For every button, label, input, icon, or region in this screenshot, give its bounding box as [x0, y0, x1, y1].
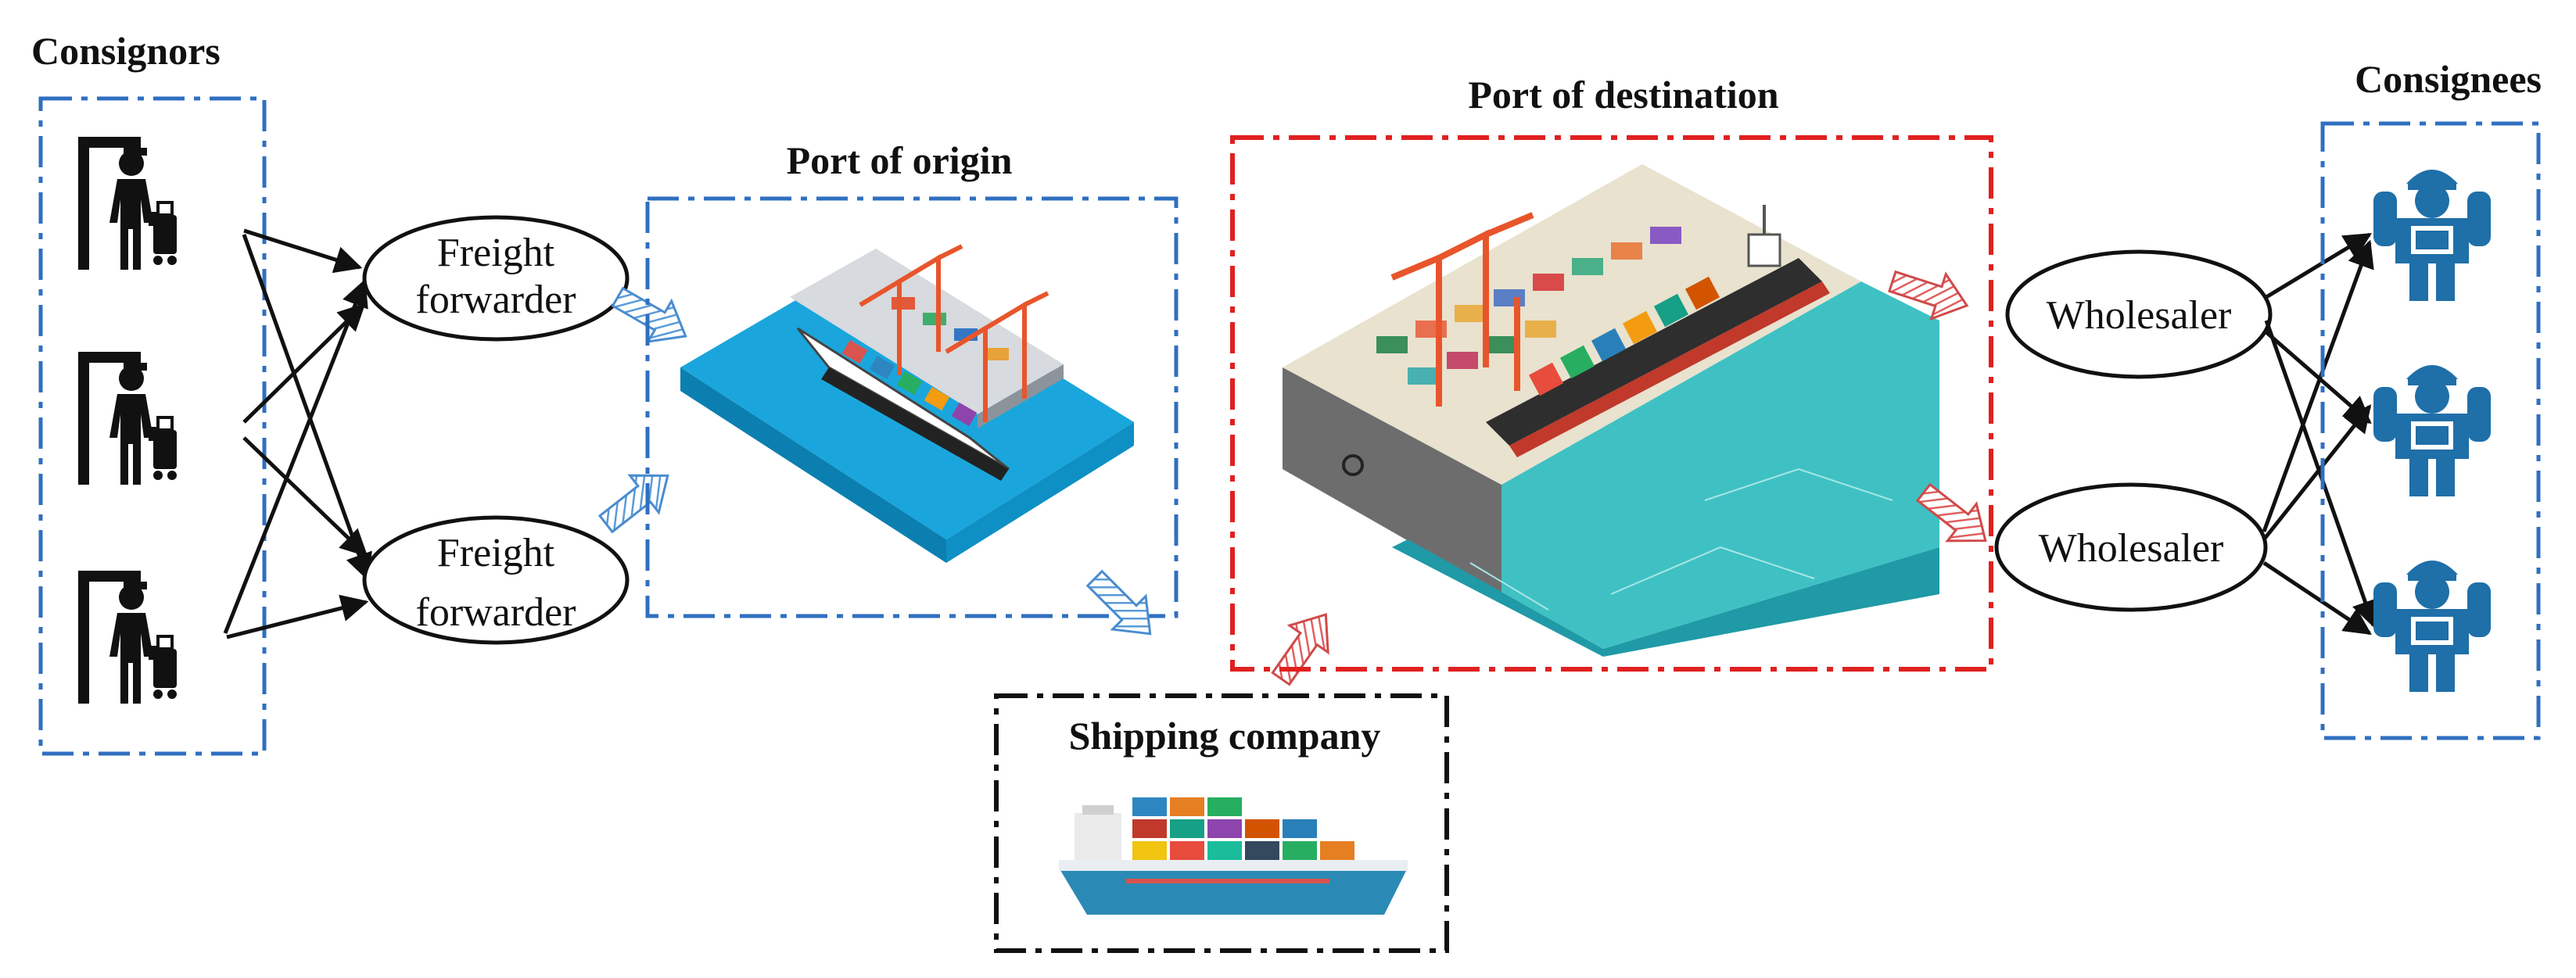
wholesaler-2: Wholesaler	[1994, 482, 2268, 612]
arrow-c3-f1	[223, 278, 368, 634]
wholesaler-1-label: Wholesaler	[2047, 293, 2232, 338]
consignor-icon-3	[77, 569, 178, 705]
consignor-icon-2	[77, 350, 178, 486]
freight-forwarder-1-line2: forwarder	[416, 278, 576, 322]
wholesaler-consignee-arrows	[2262, 232, 2379, 636]
arrow-c3-f2	[226, 594, 369, 639]
wholesaler-1: Wholesaler	[2005, 249, 2273, 379]
forwarder-port-arrows	[590, 275, 699, 544]
port-of-destination-group: Port of destination	[1230, 73, 1993, 672]
port-of-destination-frame	[1230, 135, 1993, 672]
consignee-icon-1	[2372, 168, 2492, 303]
arrow-c1-f1	[243, 228, 363, 274]
arrow-w1-c3	[2264, 320, 2379, 629]
consignors-frame	[38, 96, 267, 756]
consignees-frame	[2320, 121, 2541, 740]
container-terminal-icon	[1283, 164, 1939, 657]
freight-forwarder-1-line1: Freight	[437, 231, 555, 275]
shipping-company-frame	[994, 693, 1449, 953]
wholesaler-2-ellipse	[1994, 482, 2268, 612]
arrow-w2-c1	[2262, 239, 2374, 532]
consignor-forwarder-arrows	[223, 228, 372, 639]
arrow-c1-f2	[242, 234, 372, 582]
consignor-icon-1	[77, 135, 178, 271]
port-of-origin-title: Port of origin	[787, 138, 1013, 182]
freight-forwarder-2-ellipse	[362, 515, 630, 645]
container-port-icon	[680, 244, 1134, 563]
freight-forwarder-1-ellipse	[362, 215, 630, 342]
consignors-title: Consignors	[31, 29, 221, 73]
block-arrow-shipping-destination	[1260, 600, 1347, 693]
block-arrow-port-shipping	[1077, 561, 1168, 652]
wholesaler-2-label: Wholesaler	[2039, 526, 2224, 571]
consignees-title: Consignees	[2355, 57, 2542, 101]
shipping-company-group: Shipping company	[994, 693, 1449, 953]
arrow-w2-c2	[2262, 404, 2372, 541]
freight-forwarder-2-line1: Freight	[437, 531, 555, 575]
arrow-c2-f2	[242, 436, 368, 557]
port-of-origin-frame	[645, 196, 1179, 618]
container-ship-icon	[1059, 797, 1408, 915]
arrow-c2-f1	[242, 303, 366, 424]
freight-forwarder-2: Freight forwarder	[362, 515, 630, 645]
freight-forwarder-2-line2: forwarder	[416, 590, 576, 635]
arrow-w2-c3	[2262, 561, 2372, 636]
block-arrow-f2-port	[590, 456, 683, 544]
port-of-destination-title: Port of destination	[1468, 73, 1778, 116]
consignee-icon-3	[2372, 559, 2492, 693]
wholesaler-1-ellipse	[2005, 249, 2273, 379]
arrow-w1-c2	[2265, 331, 2372, 425]
port-of-origin-group: Port of origin	[645, 138, 1179, 618]
consignors-group: Consignors	[31, 29, 267, 756]
consignee-icon-2	[2372, 364, 2492, 498]
consignees-group: Consignees	[2320, 57, 2542, 740]
shipping-company-title: Shipping company	[1069, 714, 1381, 758]
freight-forwarder-1: Freight forwarder	[362, 215, 630, 342]
